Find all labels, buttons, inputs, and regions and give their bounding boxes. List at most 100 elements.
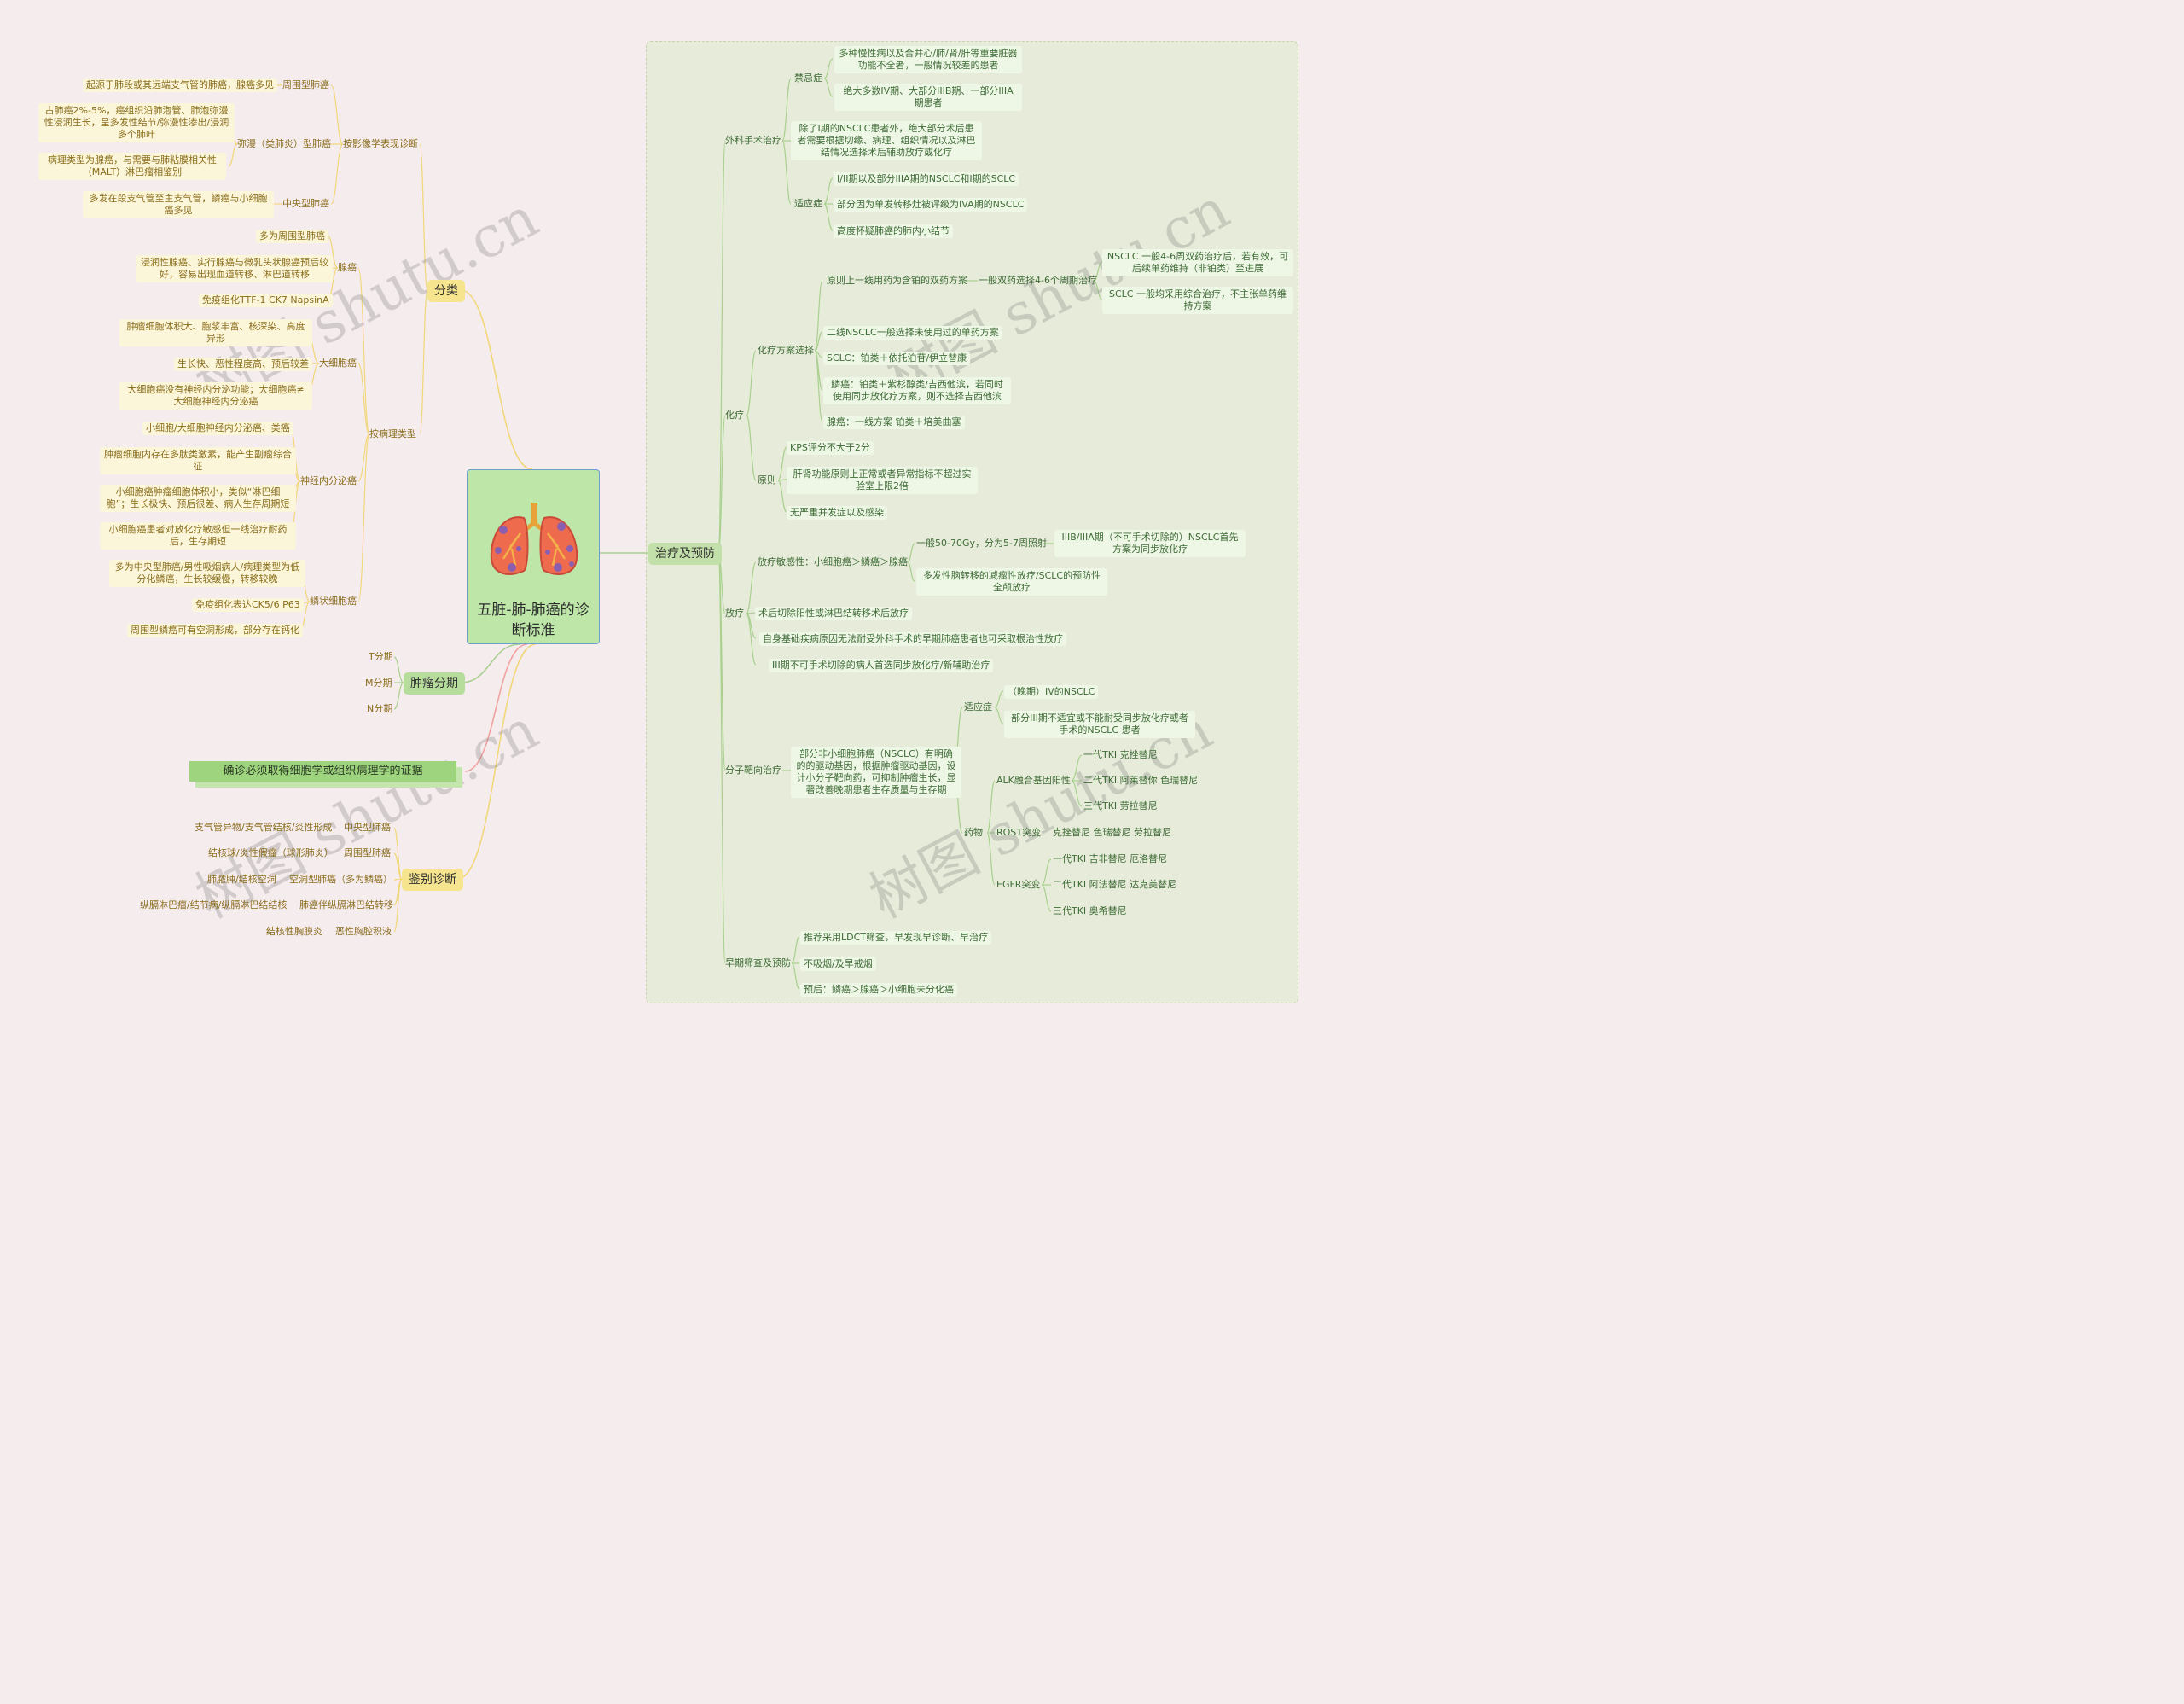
central-title: 五脏-肺-肺癌的诊断标准 (477, 602, 590, 639)
diff-desc-2: 结核球/炎性假瘤（球形肺炎） (208, 847, 334, 858)
connector (393, 852, 403, 880)
pathology-type[interactable]: 按病理类型 (369, 428, 416, 439)
radio-sensitivity[interactable]: 放疗敏感性：小细胞癌＞鳞癌＞腺癌 (758, 556, 908, 567)
diff-desc-3: 肺脓肿/结核空洞 (207, 874, 276, 885)
connector (746, 415, 757, 481)
brain-metastasis: 多发性脑转移的减瘤性放疗/SCLC的预防性全颅放疗 (916, 568, 1107, 596)
chemo-plan-2: SCLC：铂类＋依托泊苷/伊立替康 (823, 352, 971, 365)
egfr-mutation[interactable]: EGFR突变 (996, 879, 1041, 890)
connector (781, 140, 792, 205)
connector (823, 78, 834, 97)
indic-item-3: 高度怀疑肺癌的肺内小结节 (834, 224, 953, 238)
diff-label-4[interactable]: 肺癌伴纵膈淋巴结转移 (299, 899, 393, 910)
squamous-item-1: 多为中央型肺癌/男性吸烟病人/病理类型为低分化鳞癌，生长较缓慢，转移较晚 (109, 560, 305, 587)
central-topic[interactable]: 五脏-肺-肺癌的诊断标准 (467, 469, 600, 644)
connector (1093, 261, 1103, 282)
early-screening[interactable]: 早期筛查及预防 (725, 957, 791, 968)
diff-label-3[interactable]: 空洞型肺癌（多为鳞癌） (289, 874, 392, 885)
egfr-gen-3: 三代TKI 奥希替尼 (1053, 905, 1127, 916)
squamous-carcinoma[interactable]: 鳞状细胞癌 (310, 596, 357, 607)
indic-item-2: 部分因为单发转移灶被评级为IVA期的NSCLC (834, 198, 1028, 212)
ros1-drugs: 克挫替尼 色瑞替尼 劳拉替尼 (1053, 827, 1171, 838)
connector (393, 878, 403, 933)
connector (791, 936, 800, 964)
connector (814, 331, 823, 352)
connector (419, 143, 428, 291)
large-item-3: 大细胞癌没有神经内分泌功能；大细胞癌≠大细胞神经内分泌癌 (119, 382, 312, 410)
connector (814, 280, 823, 352)
connector (814, 350, 823, 422)
branch-staging[interactable]: 肿瘤分期 (404, 672, 465, 695)
contra-item-2: 绝大多数IV期、大部分IIIB期、一部分IIIA期患者 (834, 84, 1022, 111)
chemo-principle[interactable]: 原则 (758, 474, 776, 486)
mindmap-canvas: 树图 shutu.cn 树图 shutu.cn 树图 shutu.cn 树图 s… (0, 0, 1338, 1044)
principle-2: 肝肾功能原则上正常或者异常指标不超过实验室上限2倍 (787, 467, 978, 494)
chemo-plans[interactable]: 化疗方案选择 (758, 345, 814, 356)
radio-item-1: 术后切除阳性或淋巴结转移术后放疗 (755, 607, 912, 620)
connector (994, 707, 1004, 724)
branch-differential[interactable]: 鉴别诊断 (402, 869, 463, 891)
central-lung-cancer[interactable]: 中央型肺癌 (282, 198, 329, 209)
diff-desc-1: 支气管异物/支气管结核/炎性形成 (195, 822, 333, 833)
egfr-gen-1: 一代TKI 吉非替尼 厄洛替尼 (1053, 853, 1168, 864)
targeted-indic-2: 部分III期不适宜或不能耐受同步放化疗或者手术的NSCLC 患者 (1004, 711, 1195, 738)
connector-lines (228, 58, 1103, 990)
radio-dose[interactable]: 一般50-70Gy，分为5-7周照射 (916, 538, 1047, 549)
connector (460, 289, 533, 470)
surgery-indication[interactable]: 适应症 (794, 198, 822, 209)
radio-item-3: III期不可手术切除的病人首选同步放化疗/新辅助治疗 (769, 659, 994, 672)
neuro-item-1: 小细胞/大细胞神经内分泌癌、类癌 (142, 422, 293, 435)
imaging-diagnosis[interactable]: 按影像学表现诊断 (343, 138, 418, 149)
branch-classification[interactable]: 分类 (427, 280, 465, 302)
connector (823, 58, 834, 79)
connector (419, 289, 428, 435)
diff-label-1[interactable]: 中央型肺癌 (344, 822, 391, 833)
confirm-note[interactable]: 确诊必须取得细胞学或组织病理学的证据 (189, 761, 456, 782)
connector (717, 140, 726, 554)
screening-3: 预后：鳞癌＞腺癌＞小细胞未分化癌 (800, 983, 957, 997)
connector (393, 682, 404, 710)
connector (746, 350, 757, 416)
staging-n[interactable]: N分期 (367, 703, 393, 714)
radiotherapy[interactable]: 放疗 (725, 608, 744, 619)
surgery[interactable]: 外科手术治疗 (725, 135, 781, 146)
connector (986, 832, 996, 886)
staging-m[interactable]: M分期 (365, 678, 392, 689)
screening-2: 不吸烟/及早戒烟 (800, 957, 876, 971)
chemotherapy[interactable]: 化疗 (725, 410, 744, 421)
connector (781, 78, 792, 142)
connector (791, 962, 800, 990)
connector (746, 613, 757, 666)
neuro-item-2: 肿瘤细胞内存在多肽类激素，能产生副瘤综合征 (100, 447, 296, 474)
alk-fusion[interactable]: ALK融合基因阳性 (996, 775, 1071, 786)
adeno-item-1: 多为周围型肺癌 (256, 230, 328, 243)
connector (357, 433, 370, 482)
drugs[interactable]: 药物 (964, 827, 983, 838)
connector (907, 543, 915, 563)
large-item-1: 肿瘤细胞体积大、胞浆丰富、核深染、高度异形 (119, 319, 312, 346)
connector (393, 656, 404, 683)
first-line[interactable]: 原则上一线用药为含铂的双药方案 (827, 275, 967, 286)
double-drug-cycles[interactable]: 一般双药选择4-6个周期治疗 (979, 275, 1097, 286)
targeted-therapy[interactable]: 分子靶向治疗 (725, 765, 781, 776)
diffuse-lung-cancer[interactable]: 弥漫（类肺炎）型肺癌 (237, 138, 331, 149)
adenocarcinoma[interactable]: 腺癌 (338, 262, 357, 273)
ros1-mutation[interactable]: ROS1突变 (996, 827, 1042, 838)
large-cell-carcinoma[interactable]: 大细胞癌 (319, 358, 357, 369)
alk-gen-3: 三代TKI 劳拉替尼 (1083, 800, 1158, 811)
connector (456, 643, 537, 880)
adeno-item-2: 浸润性腺癌、实行腺癌与微乳头状腺癌预后较好，容易出现血道转移、淋巴道转移 (136, 255, 333, 282)
sclc-combined: SCLC 一般均采用综合治疗，不主张单药维持方案 (1102, 287, 1293, 314)
alk-gen-2: 二代TKI 阿莱替你 色瑞替尼 (1083, 775, 1199, 786)
principle-1: KPS评分不大于2分 (787, 441, 874, 455)
squamous-item-3: 周围型鳞癌可有空洞形成，部分存在钙化 (127, 624, 303, 637)
targeted-indication[interactable]: 适应症 (964, 701, 992, 712)
staging-t[interactable]: T分期 (369, 651, 393, 662)
peripheral-lung-cancer[interactable]: 周围型肺癌 (282, 79, 329, 90)
contraindication[interactable]: 禁忌症 (794, 73, 822, 84)
connector (327, 235, 339, 269)
branch-treatment[interactable]: 治疗及预防 (648, 543, 722, 565)
diff-label-2[interactable]: 周围型肺癌 (344, 847, 391, 858)
neuroendocrine-carcinoma[interactable]: 神经内分泌癌 (300, 475, 357, 486)
diff-label-5[interactable]: 恶性胸腔积液 (335, 926, 392, 937)
